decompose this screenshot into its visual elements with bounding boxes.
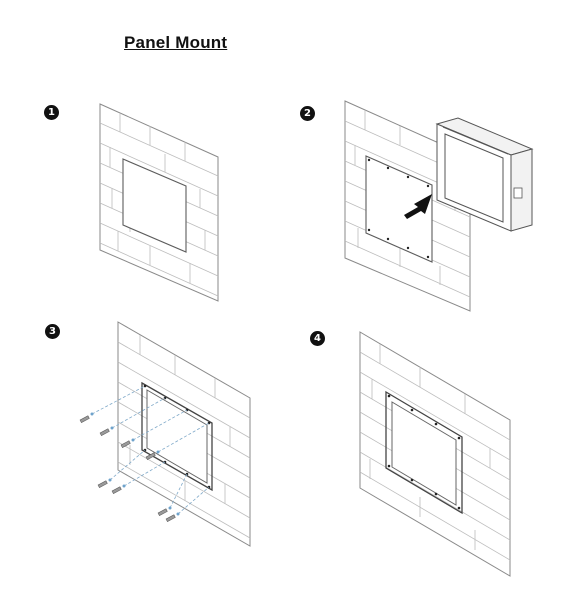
step-1-brick-pattern [99, 113, 219, 297]
step-4-mounting-frame [385, 390, 463, 515]
step-4-display-panel [391, 401, 457, 506]
step-2-device [435, 117, 534, 232]
step-2-insert-device [344, 100, 534, 312]
step-3-fasten-screws [79, 321, 251, 547]
screw-icon [120, 438, 135, 448]
screw-icon [111, 484, 126, 494]
step-1-panel-cutout [122, 158, 187, 253]
screw-icon [165, 512, 180, 522]
screw-icon [97, 478, 112, 488]
insert-arrow-icon [404, 194, 432, 219]
step-2-panel-cutout [365, 155, 433, 263]
step-badge-4: 4 [310, 331, 325, 346]
page-title: Panel Mount [124, 33, 228, 52]
screw-icon [79, 412, 94, 423]
step-3-guide-lines [91, 385, 210, 515]
screw-icon [145, 450, 160, 460]
screw-icon [157, 506, 172, 516]
step-badge-1: 1 [44, 105, 59, 120]
step-badge-2: 2 [300, 106, 315, 121]
step-badge-3: 3 [45, 324, 60, 339]
step-3-mounting-frame [141, 381, 213, 492]
step-1-wall-cutout [99, 103, 219, 302]
screw-icon [99, 426, 114, 436]
step-4-mounted-result [359, 331, 511, 577]
step-3-panel-opening [146, 389, 208, 484]
